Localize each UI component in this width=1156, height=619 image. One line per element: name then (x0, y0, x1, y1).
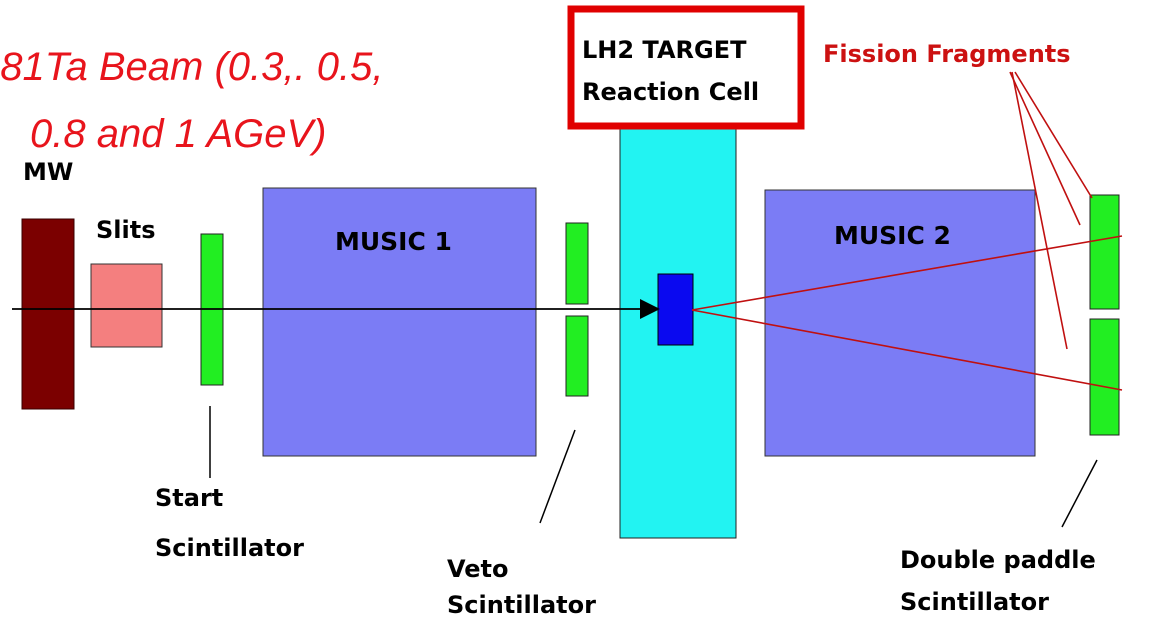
mw-detector (21, 218, 75, 410)
music2-chamber (764, 189, 1036, 457)
double-label-line1: Double paddle (900, 546, 1096, 574)
veto-label-line1: Veto (447, 555, 509, 583)
veto-scintillator-top (565, 222, 589, 305)
target-label-line2: Reaction Cell (582, 78, 759, 106)
double-label-line2: Scintillator (900, 588, 1049, 616)
double-paddle-top (1089, 194, 1120, 310)
target-callout-box (567, 5, 805, 130)
mw-label: MW (23, 158, 73, 186)
beam-title-line1: 181Ta Beam (0.3,. 0.5, (0, 45, 383, 89)
target-core (657, 273, 694, 346)
music2-label: MUSIC 2 (834, 221, 951, 250)
beam-title-line2: 0.8 and 1 AGeV) (30, 112, 326, 156)
fission-fragments-label: Fission Fragments (823, 40, 1071, 68)
beam-arrowhead (640, 299, 660, 319)
fragment-trajectory-upper (691, 235, 1123, 311)
music1-label: MUSIC 1 (335, 227, 452, 256)
double-paddle-bottom (1089, 318, 1120, 436)
double-paddle-pointer (1061, 459, 1098, 528)
fission-pointer-1 (1009, 71, 1081, 226)
slits-label: Slits (96, 216, 156, 244)
target-label-line1: LH2 TARGET (582, 36, 747, 64)
fission-pointer-2 (1011, 71, 1068, 350)
start-label-line1: Start (155, 484, 223, 512)
fission-pointer-3 (1014, 71, 1093, 199)
start-label-line2: Scintillator (155, 534, 304, 562)
music1-chamber (262, 187, 537, 457)
veto-scintillator-pointer (539, 429, 576, 524)
veto-label-line2: Scintillator (447, 591, 596, 619)
veto-scintillator-bottom (565, 315, 589, 397)
slits (90, 263, 163, 348)
fragment-trajectory-lower (691, 309, 1123, 391)
